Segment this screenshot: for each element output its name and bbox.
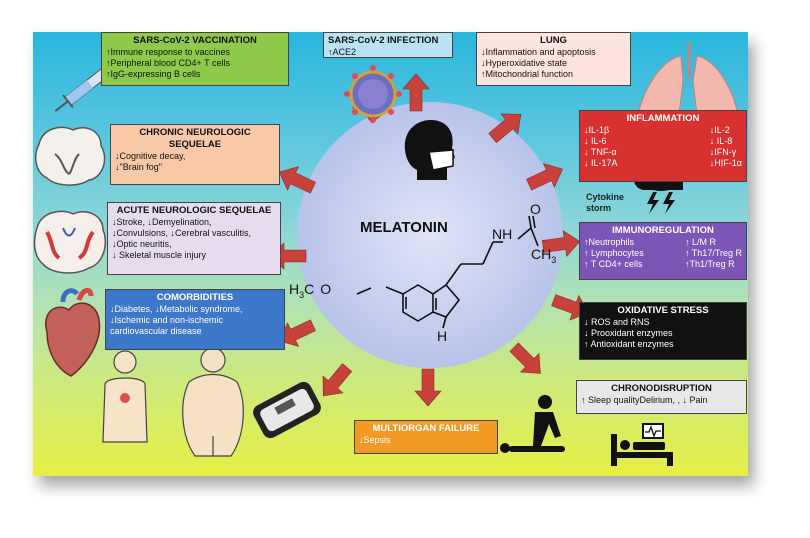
o-label: O: [530, 201, 541, 217]
lung-box: LUNG ↓Inflammation and apoptosis ↓Hypero…: [476, 32, 631, 86]
ch3-label: CH3: [531, 246, 557, 265]
virus-icon: [344, 65, 402, 123]
chronic-box: CHRONIC NEUROLOGIC SEQUELAE ↓Cognitive d…: [110, 124, 280, 185]
inflammation-box: INFLAMMATION ↓IL-1β ↓ IL-6 ↓ TNF-α ↓ IL-…: [579, 110, 747, 182]
cpr-icon: [500, 395, 565, 453]
immunoregulation-box: IMMUNOREGULATION ↑Neutrophils ↑ Lymphocy…: [579, 222, 747, 280]
comorbidities-box: COMORBIDITIES ↓Diabetes, ↓Metabolic synd…: [105, 289, 285, 350]
arrow-to-lung: [488, 113, 522, 144]
vaccination-box: SARS-CoV-2 VACCINATION ↑Immune response …: [101, 32, 289, 86]
h-label: H: [437, 328, 448, 344]
arrow-to-immunoregulation: [541, 229, 581, 258]
arrow-to-multiorgan: [414, 368, 442, 407]
acute-box: ACUTE NEUROLOGIC SEQUELAE ↓Stroke, ↓Demy…: [107, 202, 281, 275]
hospital-bed-icon: [611, 423, 673, 466]
brain-icon: [34, 126, 106, 186]
arrow-to-infection: [402, 73, 430, 112]
chronodisruption-box: CHRONODISRUPTION ↑ Sleep qualityDelirium…: [576, 380, 747, 414]
melatonin-title: MELATONIN: [360, 219, 448, 236]
masked-head-icon: [404, 120, 455, 180]
diagram-artwork: [33, 42, 740, 466]
arrow-to-inflammation: [526, 163, 563, 191]
nh-label: NH: [492, 226, 513, 242]
scale-icon: [253, 381, 321, 439]
infection-box: SARS-CoV-2 INFECTION ↑ACE2: [323, 32, 453, 58]
brain-scan-icon: [33, 210, 107, 274]
heart-icon: [44, 288, 101, 377]
oxidative-box: OXIDATIVE STRESS ↓ ROS and RNS ↓ Prooxid…: [579, 302, 747, 360]
arrow-to-cpr: [322, 363, 353, 397]
multiorgan-box: MULTIORGAN FAILURE ↓Sepsis: [354, 420, 498, 454]
melatonin-structure: [356, 215, 539, 329]
obese-person-icon: [182, 347, 244, 457]
arrow-to-chrono: [509, 342, 541, 374]
center-circle: [297, 102, 563, 368]
arrow-to-chronic: [279, 166, 316, 194]
chest-pain-person-icon: [102, 350, 148, 443]
